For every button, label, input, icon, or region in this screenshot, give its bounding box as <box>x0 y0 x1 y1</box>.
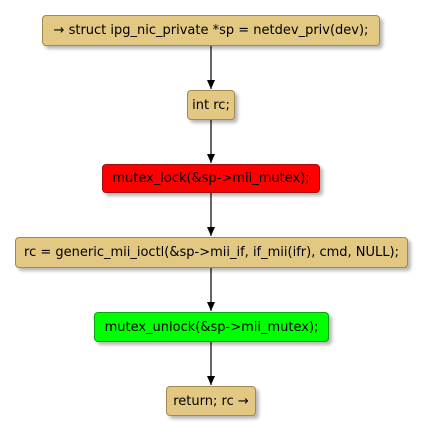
node-return: return; rc → <box>166 386 256 416</box>
node-generic-mii-ioctl: rc = generic_mii_ioctl(&sp->mii_if, if_m… <box>15 237 408 268</box>
node-decl: int rc; <box>187 90 235 120</box>
node-mutex-lock: mutex_lock(&sp->mii_mutex); <box>102 164 320 193</box>
node-mutex-unlock: mutex_unlock(&sp->mii_mutex); <box>94 312 329 342</box>
node-start: → struct ipg_nic_private *sp = netdev_pr… <box>42 15 380 46</box>
